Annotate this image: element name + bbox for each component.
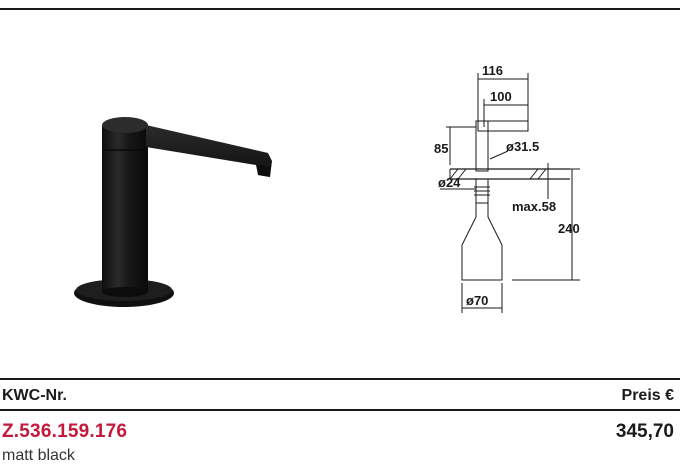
dim-240: 240 (558, 221, 580, 236)
top-divider (0, 8, 680, 10)
article-number[interactable]: Z.536.159.176 (2, 421, 128, 442)
dim-d70: ø70 (466, 293, 488, 308)
table-top-rule (0, 378, 680, 380)
dim-d31-5: ø31.5 (506, 139, 539, 154)
column-header-price: Preis € (621, 387, 674, 404)
dispenser-spout (146, 125, 272, 177)
dispenser-body (102, 125, 148, 293)
dim-d24: ø24 (438, 175, 461, 190)
product-image (74, 117, 272, 307)
column-header-article: KWC-Nr. (2, 387, 67, 404)
dim-100: 100 (490, 89, 512, 104)
table-header-rule (0, 409, 680, 411)
dim-116: 116 (482, 63, 503, 78)
dim-85: 85 (434, 141, 448, 156)
technical-drawing: 116 100 85 ø31.5 ø24 max.58 240 ø70 (434, 63, 580, 313)
dim-max58: max.58 (512, 199, 556, 214)
finish-label: matt black (2, 447, 75, 464)
price-value: 345,70 (615, 421, 674, 442)
